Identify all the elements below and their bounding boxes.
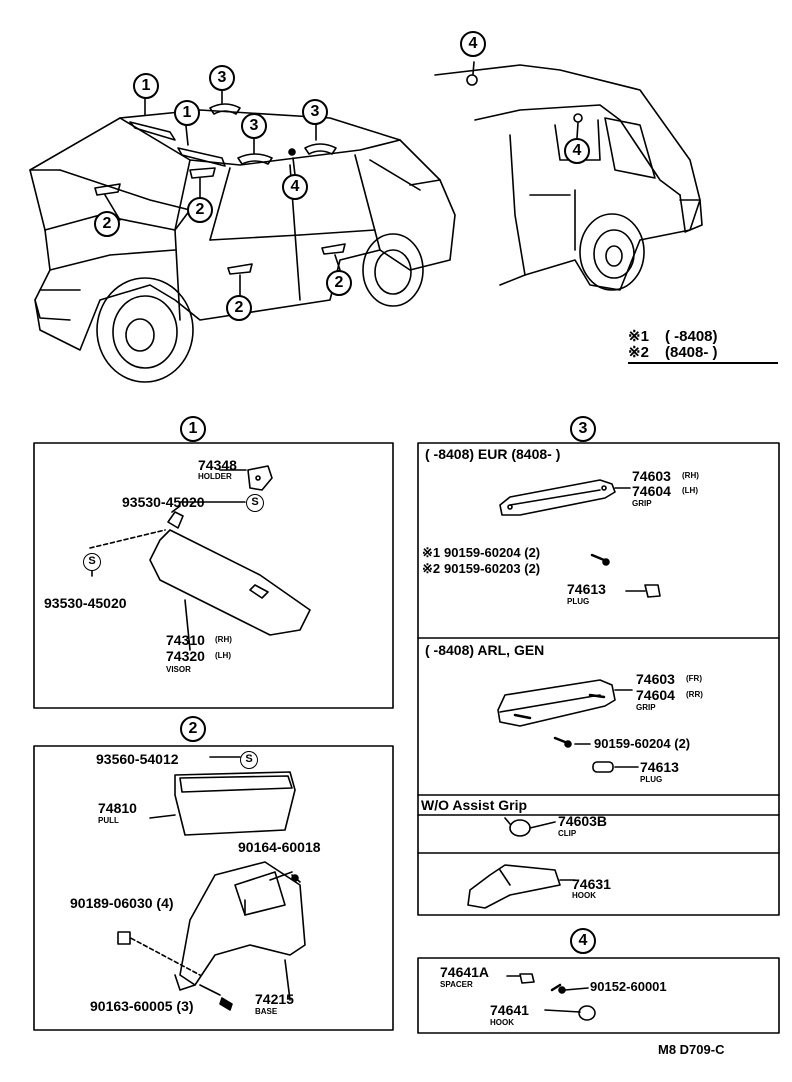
screw-2-part-number: 90159-60203 (2) xyxy=(444,561,541,576)
clip-assembly xyxy=(504,817,556,837)
section-3-callout: 3 xyxy=(570,416,596,442)
diagram-code: M8 D709-C xyxy=(658,1042,725,1057)
callout-4-hook-a: 4 xyxy=(282,174,308,200)
screw-1-part-number: 90159-60204 (2) xyxy=(444,545,541,560)
callout-2-pull-c: 2 xyxy=(226,295,252,321)
visor-lh-part-number: 74320 xyxy=(166,648,205,664)
grip-rr-part-number: 74604 xyxy=(636,687,675,703)
pull-part-number: 74810 xyxy=(98,800,137,816)
hook-4-part-number: 74641 xyxy=(490,1002,529,1018)
section-2-box xyxy=(33,745,394,1031)
arl-header: ( -8408) ARL, GEN xyxy=(425,642,545,658)
screw-s-marker-left: S xyxy=(83,553,101,571)
eur-header: ( -8408) EUR (8408- ) xyxy=(425,446,561,462)
plug-2-part-number: 74613 xyxy=(640,759,679,775)
pull-screw-part-number: 93560-54012 xyxy=(96,751,179,767)
visor-lh-side: (LH) xyxy=(215,651,231,660)
clip-part-number: 74603B xyxy=(558,813,608,829)
screw-1-mark: ※1 xyxy=(422,545,441,560)
grip-label: GRIP xyxy=(632,499,652,508)
callout-3-grip-c: 3 xyxy=(302,99,328,125)
grip-2-label: GRIP xyxy=(636,703,656,712)
section-1-callout: 1 xyxy=(180,416,206,442)
grip-rh-side: (RH) xyxy=(682,471,699,480)
visor-rh-part-number: 74310 xyxy=(166,632,205,648)
callout-3-grip-b: 3 xyxy=(241,113,267,139)
callout-2-pull-b: 2 xyxy=(187,197,213,223)
holder-part-number: 74348 xyxy=(198,457,237,473)
visor-assembly xyxy=(89,465,311,651)
pull-label: PULL xyxy=(98,816,119,825)
spacer-label: SPACER xyxy=(440,980,473,989)
hook-label: HOOK xyxy=(572,891,596,900)
plug-part-number: 74613 xyxy=(567,581,606,597)
hook-assembly xyxy=(467,864,576,909)
base-screw-part-number: 90163-60005 (3) xyxy=(90,998,194,1014)
hook-spacer-assembly xyxy=(506,973,596,1021)
grip-rh-part-number: 74603 xyxy=(632,468,671,484)
grip-rr-side: (RR) xyxy=(686,690,703,699)
callout-2-pull-d: 2 xyxy=(326,270,352,296)
legend-mark-1: ※1 xyxy=(628,328,649,345)
wagon-illustration xyxy=(434,61,703,291)
legend-range-2: (8408- ) xyxy=(665,344,718,361)
spacer-part-number: 74641A xyxy=(440,964,490,980)
bolt-part-number: 90164-60018 xyxy=(238,839,321,855)
base-label: BASE xyxy=(255,1007,278,1016)
callout-3-grip-a: 3 xyxy=(209,65,235,91)
section-1-box xyxy=(33,442,394,709)
sedan-illustration xyxy=(29,87,456,383)
callout-1-sunvisor-a: 1 xyxy=(133,73,159,99)
hook-screw-part-number: 90152-60001 xyxy=(590,979,667,994)
grip-fr-side: (FR) xyxy=(686,674,702,683)
grip-arl-assembly xyxy=(497,679,639,773)
pull-screw-s-marker: S xyxy=(240,751,258,769)
visor-label: VISOR xyxy=(166,665,191,674)
pull-base-assembly xyxy=(117,756,306,1011)
callout-4-hook-c: 4 xyxy=(564,138,590,164)
nut-part-number: 90189-06030 (4) xyxy=(70,895,174,911)
clip-label: CLIP xyxy=(558,829,577,838)
callout-1-sunvisor-b: 1 xyxy=(174,100,200,126)
visor-rh-side: (RH) xyxy=(215,635,232,644)
legend-range-1: ( -8408) xyxy=(665,328,718,345)
section-3-box xyxy=(417,442,780,916)
screw-3-part-number: 90159-60204 (2) xyxy=(594,736,691,751)
screw-part-number-top: 93530-45020 xyxy=(122,494,205,510)
holder-label: HOLDER xyxy=(198,472,232,481)
plug-2-label: PLUG xyxy=(640,775,663,784)
wo-assist-grip-header: W/O Assist Grip xyxy=(421,797,528,813)
section-4-box xyxy=(417,957,780,1034)
screw-s-marker-top: S xyxy=(246,494,264,512)
legend-underline xyxy=(628,362,778,364)
section-2-callout: 2 xyxy=(180,716,206,742)
base-part-number: 74215 xyxy=(255,991,294,1007)
grip-fr-part-number: 74603 xyxy=(636,671,675,687)
legend-mark-2: ※2 xyxy=(628,344,649,361)
section-4-callout: 4 xyxy=(570,928,596,954)
callout-2-pull-a: 2 xyxy=(94,211,120,237)
plug-label: PLUG xyxy=(567,597,590,606)
grip-lh-part-number: 74604 xyxy=(632,483,671,499)
screw-part-number-left: 93530-45020 xyxy=(44,595,127,611)
hook-4-label: HOOK xyxy=(490,1018,514,1027)
grip-lh-side: (LH) xyxy=(682,486,698,495)
callout-4-hook-b: 4 xyxy=(460,31,486,57)
grip-eur-assembly xyxy=(499,479,661,598)
hook-part-number: 74631 xyxy=(572,876,611,892)
screw-2-mark: ※2 xyxy=(422,561,441,576)
